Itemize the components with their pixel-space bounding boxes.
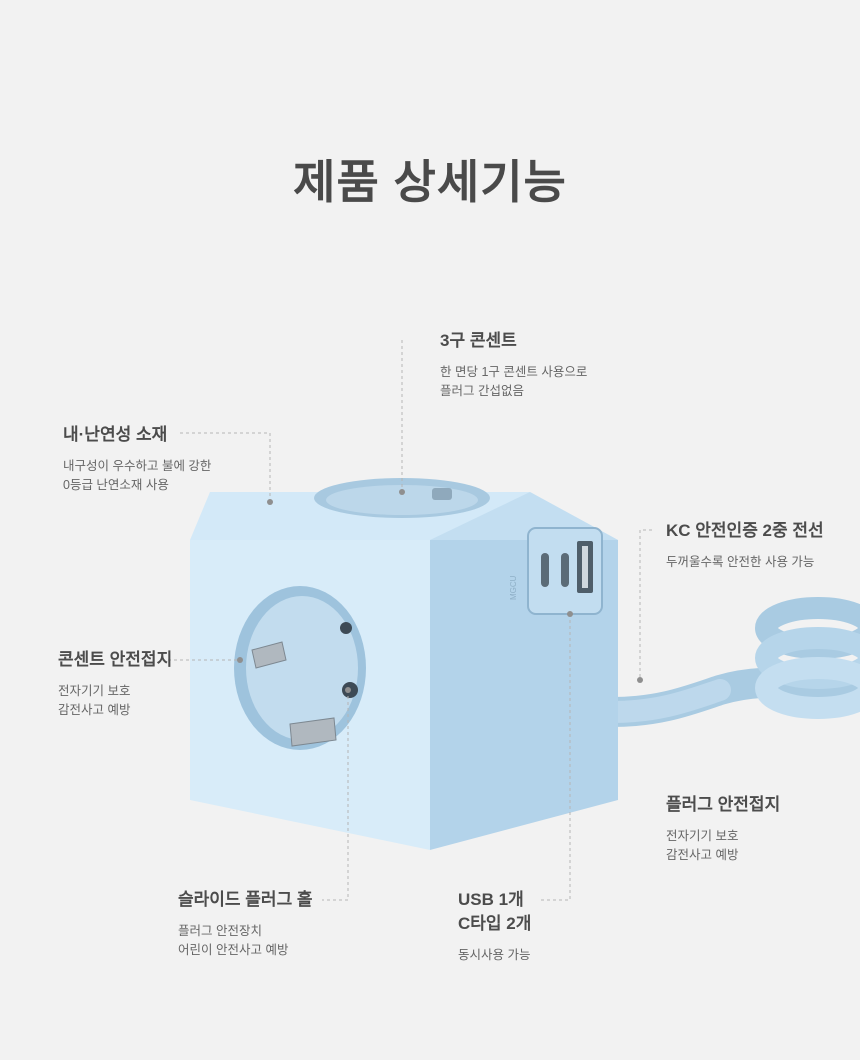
leader-lines [162, 340, 652, 901]
callout-title: 플러그 안전접지 [666, 795, 781, 814]
page-title: 제품 상세기능 [293, 156, 567, 208]
ground-clip-bottom [289, 717, 337, 747]
callout-outlet-ground: 콘센트 안전접지 전자기기 보호 감전사고 예방 [58, 648, 172, 720]
callout-line: 0등급 난연소재 사용 [63, 478, 169, 492]
callout-slide-hole: 슬라이드 플러그 홀 플러그 안전장치 어린이 안전사고 예방 [178, 888, 313, 960]
callout-line: 플러그 안전장치 [178, 924, 262, 938]
callout-material: 내·난연성 소재 내구성이 우수하고 불에 강한 0등급 난연소재 사용 [63, 423, 211, 495]
callout-line: 내구성이 우수하고 불에 강한 [63, 459, 212, 473]
callout-title: USB 1개 [458, 890, 524, 909]
callout-line: 감전사고 예방 [666, 848, 739, 862]
callout-line: 감전사고 예방 [58, 703, 131, 717]
callout-line: 플러그 간섭없음 [440, 384, 524, 398]
callout-line: 전자기기 보호 [58, 684, 131, 698]
callout-title: 3구 콘센트 [440, 331, 517, 350]
callout-title: C타입 2개 [458, 914, 532, 933]
callout-line: 한 면당 1구 콘센트 사용으로 [440, 365, 588, 379]
ground-clip-top [251, 641, 287, 669]
callout-line: 전자기기 보호 [666, 829, 739, 843]
cube-right-face [430, 540, 618, 850]
callout-title: KC 안전인증 2중 전선 [666, 521, 824, 540]
callout-line: 어린이 안전사고 예방 [178, 943, 289, 957]
leader-dots [237, 489, 643, 693]
callout-kc-cable: KC 안전인증 2중 전선 두꺼울수록 안전한 사용 가능 [666, 519, 824, 572]
callout-title: 내·난연성 소재 [63, 425, 168, 444]
front-socket-face [246, 596, 358, 740]
pin-hole-1 [340, 622, 352, 634]
cable-coil [597, 597, 860, 727]
usb-c-port-1 [541, 553, 549, 587]
callout-line: 동시사용 가능 [458, 948, 531, 962]
callout-title: 슬라이드 플러그 홀 [178, 890, 313, 909]
callout-title: 콘센트 안전접지 [58, 650, 173, 669]
usb-c-port-2 [561, 553, 569, 587]
callout-line: 두꺼울수록 안전한 사용 가능 [666, 555, 815, 569]
callout-usb: USB 1개 C타입 2개 동시사용 가능 [458, 888, 531, 965]
callout-3-outlets: 3구 콘센트 한 면당 1구 콘센트 사용으로 플러그 간섭없음 [440, 329, 587, 401]
callout-plug-ground: 플러그 안전접지 전자기기 보호 감전사고 예방 [666, 793, 780, 865]
side-print: MGCU [509, 575, 518, 600]
